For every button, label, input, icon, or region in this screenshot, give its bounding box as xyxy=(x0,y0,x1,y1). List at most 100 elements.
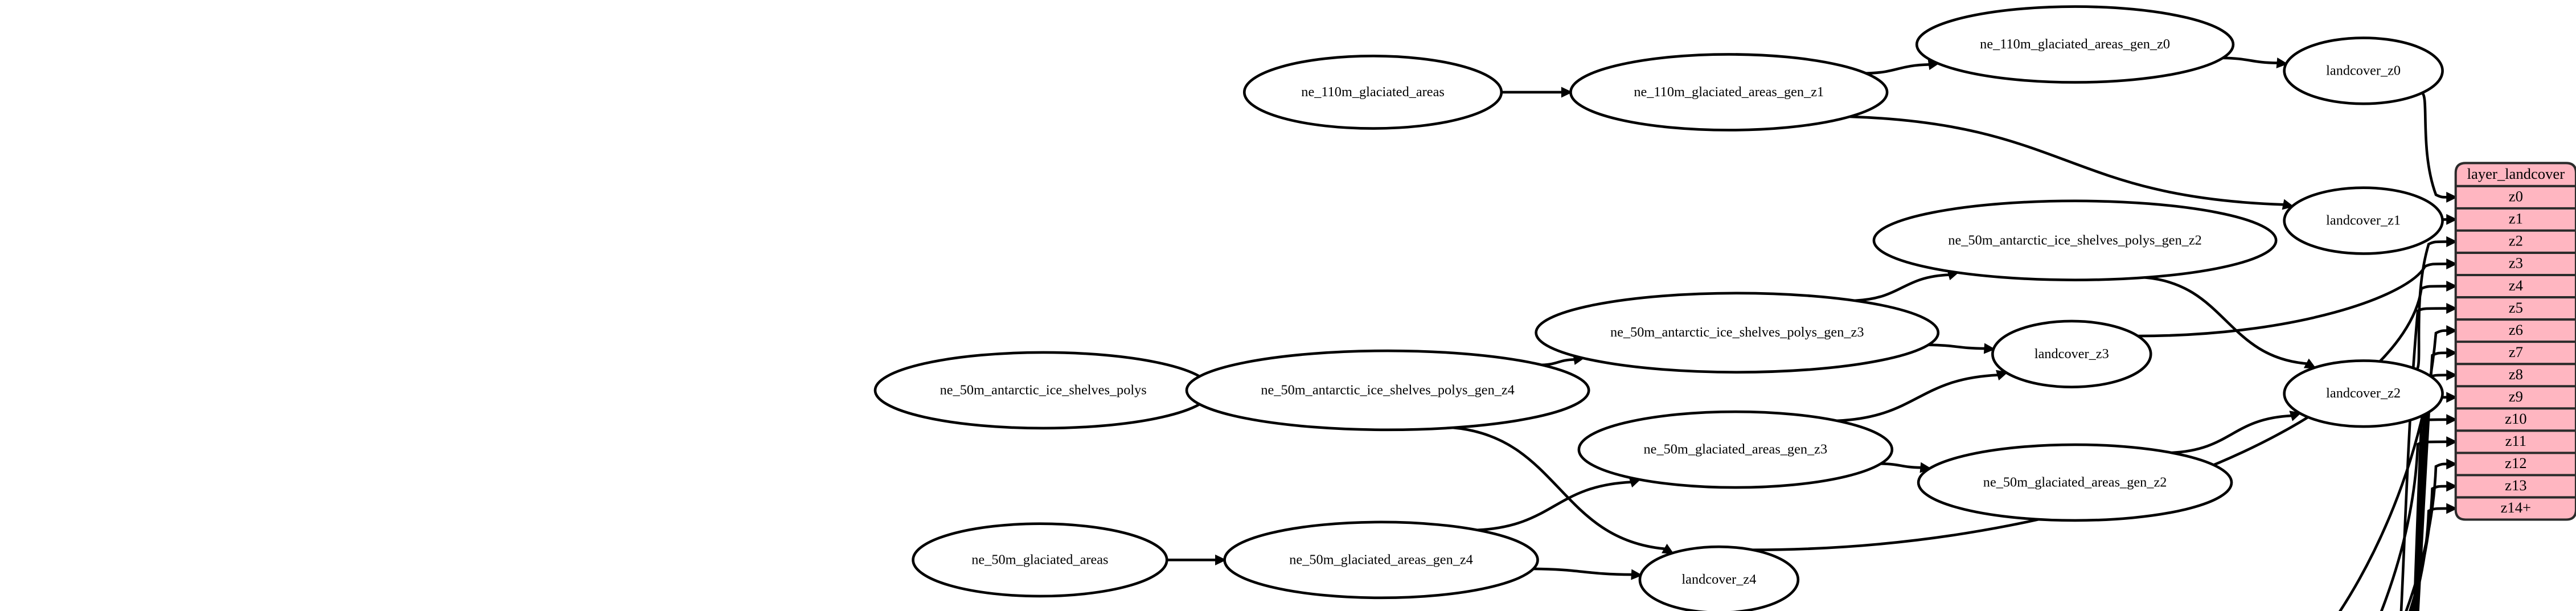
table-header-label: layer_landcover xyxy=(2467,165,2565,182)
edge xyxy=(1837,370,2008,423)
table-row[interactable]: z0 xyxy=(2509,188,2523,205)
node-shape xyxy=(912,522,1168,598)
node-label: ne_50m_antarctic_ice_shelves_polys_gen_z… xyxy=(1948,232,2201,248)
edge xyxy=(1881,462,1932,473)
edge xyxy=(1865,59,1940,75)
node-shape xyxy=(1917,443,2233,522)
table-row[interactable]: z2 xyxy=(2509,232,2523,249)
table-row[interactable]: z5 xyxy=(2509,299,2523,316)
table-row-label-z14+: z14+ xyxy=(2501,499,2531,516)
table-row-label-z8: z8 xyxy=(2509,366,2523,383)
table-row[interactable]: z8 xyxy=(2509,366,2523,383)
node-shape xyxy=(1577,410,1894,489)
edge xyxy=(2222,56,2288,68)
node-label: ne_50m_antarctic_ice_shelves_polys xyxy=(940,382,1147,397)
node-label: ne_50m_glaciated_areas_gen_z2 xyxy=(1983,474,2167,490)
table-row-label-z11: z11 xyxy=(2505,432,2526,449)
table-row-label-z9: z9 xyxy=(2509,388,2523,405)
node-shape xyxy=(1223,520,1539,600)
graph-node-ne_50m_glaciated_areas_gen_z4[interactable]: ne_50m_glaciated_areas_gen_z4 xyxy=(1223,520,1539,600)
graph-node-ne_50m_glaciated_areas[interactable]: ne_50m_glaciated_areas xyxy=(912,522,1168,598)
node-label: landcover_z2 xyxy=(2326,386,2401,401)
graph-node-ne_50m_antarctic_ice_shelves_polys[interactable]: ne_50m_antarctic_ice_shelves_polys xyxy=(873,351,1213,430)
node-shape xyxy=(1535,292,1940,374)
table-row[interactable]: z14+ xyxy=(2501,499,2531,516)
node-label: ne_50m_glaciated_areas_gen_z3 xyxy=(1644,442,1828,457)
table-row-label-z12: z12 xyxy=(2505,454,2526,471)
table-row-label-z2: z2 xyxy=(2509,232,2523,249)
node-label: ne_50m_glaciated_areas_gen_z4 xyxy=(1289,552,1473,567)
table-row-label-z7: z7 xyxy=(2509,343,2523,360)
node-shape xyxy=(1638,545,1800,611)
table-row[interactable]: z3 xyxy=(2509,255,2523,272)
table-row-label-z10: z10 xyxy=(2505,410,2526,427)
node-shape xyxy=(1915,5,2235,84)
table-row[interactable]: z12 xyxy=(2505,454,2526,471)
edge xyxy=(2144,276,2316,369)
graph-node-ne_50m_glaciated_areas_gen_z3[interactable]: ne_50m_glaciated_areas_gen_z3 xyxy=(1577,410,1894,489)
edge-to-table xyxy=(2138,258,2458,338)
graph-node-landcover_z2[interactable]: landcover_z2 xyxy=(2283,359,2444,428)
edge-to-table xyxy=(2405,458,2458,611)
table-row[interactable]: z11 xyxy=(2505,432,2526,449)
edge-to-table xyxy=(1752,280,2458,551)
table-row[interactable]: z9 xyxy=(2509,388,2523,405)
node-label: ne_50m_glaciated_areas xyxy=(971,552,1108,567)
graph-node-ne_50m_antarctic_ice_shelves_polys_gen_z4[interactable]: ne_50m_antarctic_ice_shelves_polys_gen_z… xyxy=(1185,349,1590,432)
edge xyxy=(1533,567,1643,580)
edge-to-table xyxy=(2415,236,2458,371)
node-label: ne_50m_antarctic_ice_shelves_polys_gen_z… xyxy=(1261,382,1514,397)
table-row[interactable]: z6 xyxy=(2509,321,2523,338)
node-label: ne_110m_glaciated_areas_gen_z0 xyxy=(1980,36,2170,52)
node-label: landcover_z1 xyxy=(2326,213,2401,228)
graph-node-ne_50m_glaciated_areas_gen_z2[interactable]: ne_50m_glaciated_areas_gen_z2 xyxy=(1917,443,2233,522)
node-label: ne_110m_glaciated_areas xyxy=(1301,84,1445,100)
edge-to-table xyxy=(2410,503,2458,611)
table-row-label-z13: z13 xyxy=(2505,477,2526,494)
graph-node-ne_50m_antarctic_ice_shelves_polys_gen_z2[interactable]: ne_50m_antarctic_ice_shelves_polys_gen_z… xyxy=(1872,199,2278,281)
edge-to-table xyxy=(2413,414,2458,611)
edge xyxy=(1501,87,1573,98)
table-row[interactable]: z13 xyxy=(2505,477,2526,494)
node-label: landcover_z0 xyxy=(2326,63,2401,78)
table-row[interactable]: z7 xyxy=(2509,343,2523,360)
edge-to-table xyxy=(2399,303,2458,611)
table-edges-layer xyxy=(1752,92,2458,611)
graph-node-ne_110m_glaciated_areas_gen_z1[interactable]: ne_110m_glaciated_areas_gen_z1 xyxy=(1569,53,1889,132)
graph-node-landcover_z1[interactable]: landcover_z1 xyxy=(2283,186,2444,255)
graph-node-landcover_z0[interactable]: landcover_z0 xyxy=(2283,36,2444,105)
node-shape xyxy=(1185,349,1590,432)
node-shape xyxy=(1569,53,1889,132)
edge xyxy=(1167,554,1227,565)
edge-to-table xyxy=(2338,325,2458,611)
node-shape xyxy=(1242,55,1503,130)
table-row[interactable]: z10 xyxy=(2505,410,2526,427)
table-row-label-z1: z1 xyxy=(2509,210,2523,227)
graph-node-landcover_z3[interactable]: landcover_z3 xyxy=(1991,319,2152,388)
edge xyxy=(2171,411,2302,454)
edge xyxy=(1854,269,1959,302)
node-shape xyxy=(1991,319,2152,388)
table-row[interactable]: z4 xyxy=(2509,277,2523,294)
edge-to-table xyxy=(2421,92,2458,203)
node-shape xyxy=(2283,186,2444,255)
table-row-label-z5: z5 xyxy=(2509,299,2523,316)
edges-layer xyxy=(1167,56,2316,580)
node-shape xyxy=(1872,199,2278,281)
node-label: landcover_z3 xyxy=(2034,346,2109,362)
table-row-label-z4: z4 xyxy=(2509,277,2523,294)
graph-node-ne_110m_glaciated_areas_gen_z0[interactable]: ne_110m_glaciated_areas_gen_z0 xyxy=(1915,5,2235,84)
node-label: ne_110m_glaciated_areas_gen_z1 xyxy=(1634,84,1824,100)
table-row-label-z3: z3 xyxy=(2509,255,2523,272)
table-row-label-z0: z0 xyxy=(2509,188,2523,205)
edge xyxy=(1453,426,1675,554)
graph-node-landcover_z4[interactable]: landcover_z4 xyxy=(1638,545,1800,611)
graph-node-ne_110m_glaciated_areas[interactable]: ne_110m_glaciated_areas xyxy=(1242,55,1503,130)
nodes-layer: imposm3osm_landcover_polygonsimplify_vw_… xyxy=(873,5,2444,611)
node-shape xyxy=(2283,359,2444,428)
layer-landcover-table: layer_landcover z0 z1 z2 z3 z4 z5 z6 z7 z8 z9 z10 z1… xyxy=(2454,162,2576,521)
graph-node-ne_50m_antarctic_ice_shelves_polys_gen_z3[interactable]: ne_50m_antarctic_ice_shelves_polys_gen_z… xyxy=(1535,292,1940,374)
table-row[interactable]: z1 xyxy=(2509,210,2523,227)
